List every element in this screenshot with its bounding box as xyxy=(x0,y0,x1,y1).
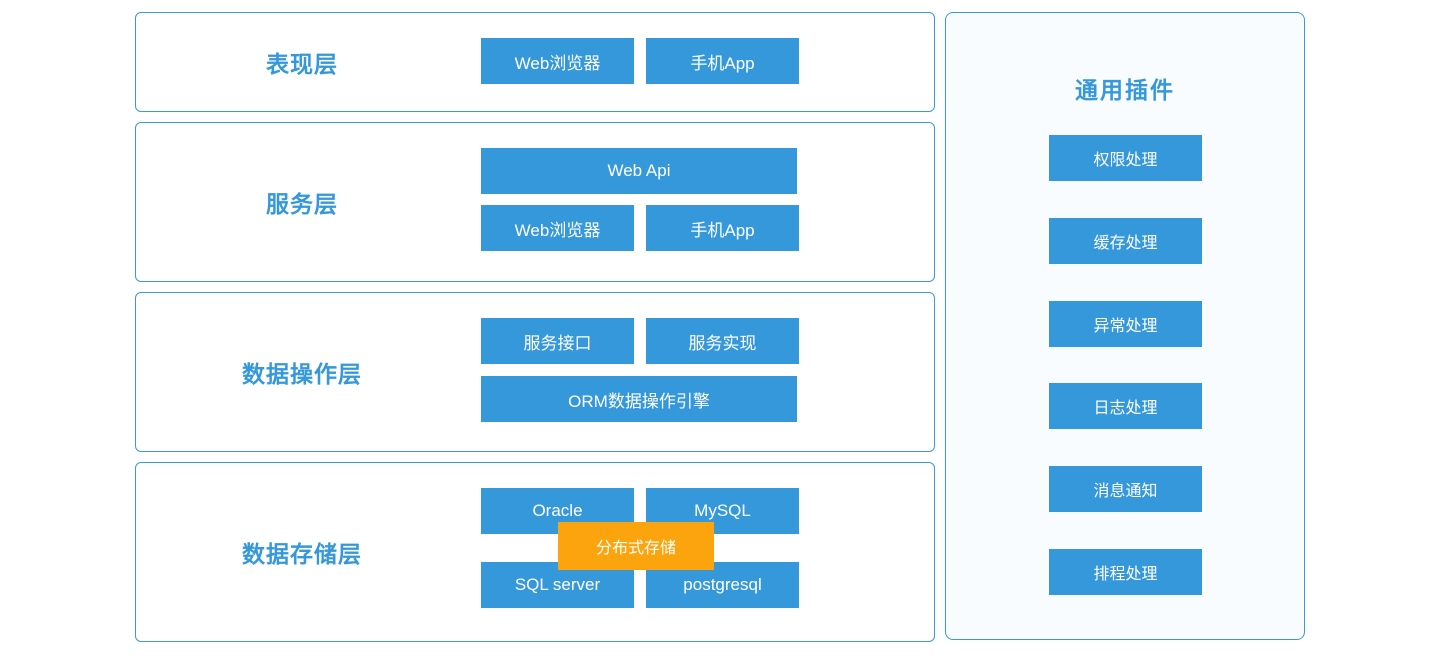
node-sql-server: SQL server xyxy=(481,562,634,608)
layer-box-presentation: 表现层 Web浏览器 手机App xyxy=(135,12,935,112)
plugin-message-notification: 消息通知 xyxy=(1049,466,1202,512)
node-web-browser: Web浏览器 xyxy=(481,205,634,251)
plugin-schedule-handling: 排程处理 xyxy=(1049,549,1202,595)
plugins-panel-title: 通用插件 xyxy=(1075,77,1175,103)
node-mobile-app: 手机App xyxy=(646,38,799,84)
layer-label-data-storage: 数据存储层 xyxy=(242,541,362,567)
node-web-browser: Web浏览器 xyxy=(481,38,634,84)
layer-box-data-storage: 数据存储层 Oracle MySQL SQL server postgresql… xyxy=(135,462,935,642)
layer-label-presentation: 表现层 xyxy=(266,51,338,77)
node-postgresql: postgresql xyxy=(646,562,799,608)
node-web-api: Web Api xyxy=(481,148,797,194)
layer-box-data-operation: 数据操作层 服务接口 服务实现 ORM数据操作引擎 xyxy=(135,292,935,452)
node-distributed-storage: 分布式存储 xyxy=(558,522,714,570)
plugins-panel: 通用插件 权限处理 缓存处理 异常处理 日志处理 消息通知 排程处理 xyxy=(945,12,1305,640)
plugin-exception-handling: 异常处理 xyxy=(1049,301,1202,347)
node-mobile-app: 手机App xyxy=(646,205,799,251)
node-service-interface: 服务接口 xyxy=(481,318,634,364)
plugin-log-handling: 日志处理 xyxy=(1049,383,1202,429)
layer-box-service: 服务层 Web Api Web浏览器 手机App xyxy=(135,122,935,282)
node-oracle: Oracle xyxy=(481,488,634,534)
node-service-implementation: 服务实现 xyxy=(646,318,799,364)
plugin-cache-handling: 缓存处理 xyxy=(1049,218,1202,264)
node-orm-engine: ORM数据操作引擎 xyxy=(481,376,797,422)
layer-label-service: 服务层 xyxy=(266,191,338,217)
layer-label-data-operation: 数据操作层 xyxy=(242,361,362,387)
plugin-permission-handling: 权限处理 xyxy=(1049,135,1202,181)
